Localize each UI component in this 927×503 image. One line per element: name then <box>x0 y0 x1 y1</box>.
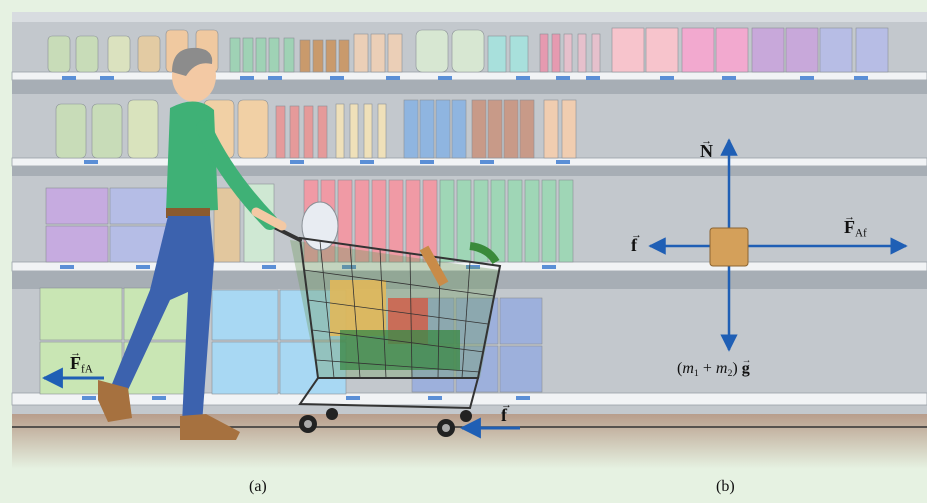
caption-b: (b) <box>716 478 735 496</box>
label-friction-force: f <box>631 236 637 254</box>
caption-a: (a) <box>249 478 267 496</box>
label-force-ffa: FfA <box>70 354 93 376</box>
label-normal-force: N <box>700 142 713 160</box>
cart-block <box>710 228 748 266</box>
label-weight-force: (m1 + m2) g <box>677 360 750 379</box>
label-applied-force: FAf <box>844 218 867 240</box>
floor <box>12 414 927 469</box>
label-force-f-cart: f <box>501 406 507 424</box>
